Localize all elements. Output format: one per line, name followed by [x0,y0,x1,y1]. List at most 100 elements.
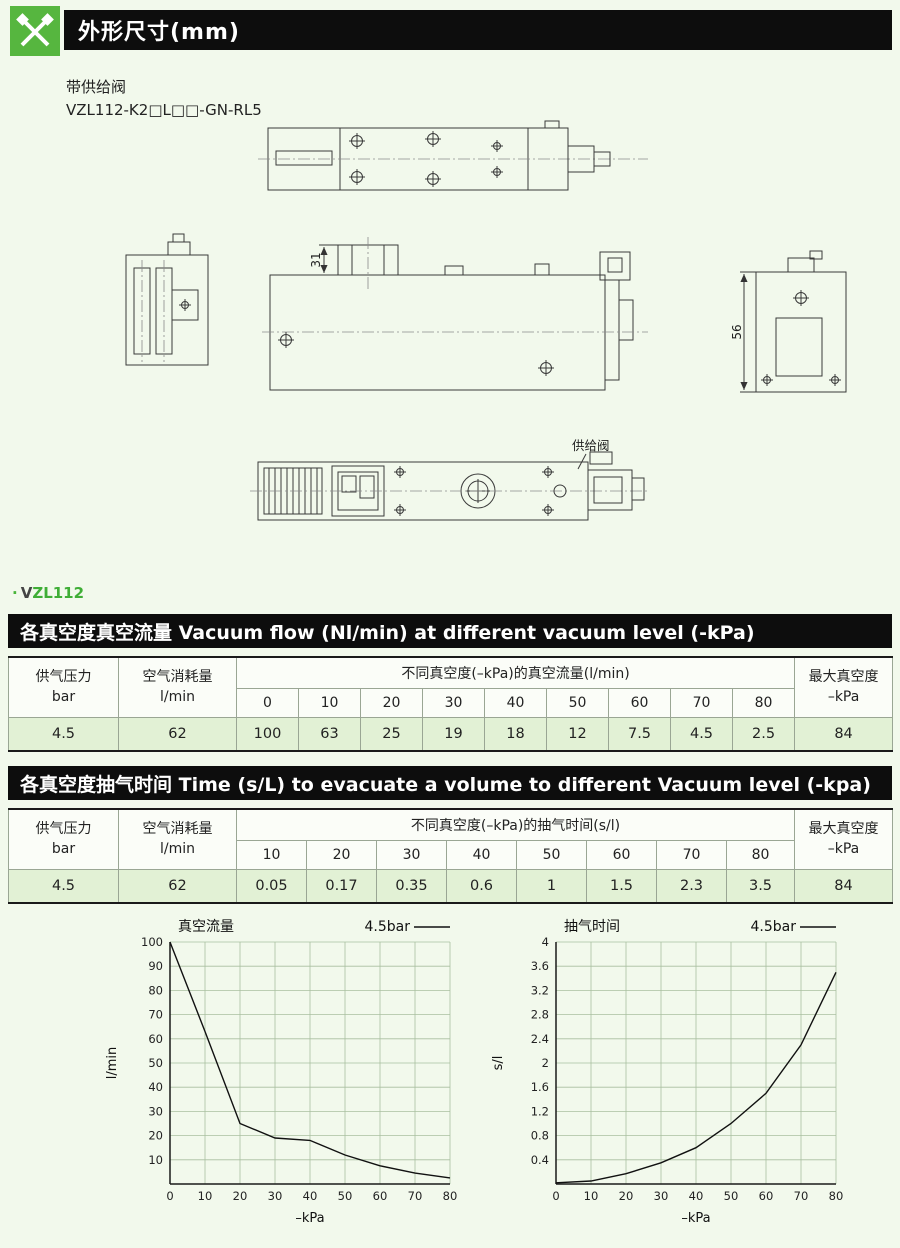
max-vacuum-header-cell: 最大真空度–kPa [794,808,893,870]
data-cell: 25 [360,717,423,752]
data-cell: 18 [484,717,547,752]
span-header-cell: 不同真空度(–kPa)的抽气时间(s/l) [236,808,795,841]
svg-text:40: 40 [303,1189,318,1203]
svg-text:50: 50 [724,1189,739,1203]
svg-text:–kPa: –kPa [681,1211,710,1226]
pressure-header-cn: 供气压力 [35,668,92,685]
data-cell: 12 [546,717,609,752]
bottom-view: 供给阀 [250,438,648,521]
data-cell: 19 [422,717,485,752]
dim-56-label: 56 [730,324,744,339]
dim-31-label: 31 [309,252,323,267]
subheader-cell: 0 [236,688,299,718]
data-cell: 63 [298,717,361,752]
subheader-cell: 10 [236,840,307,870]
data-cell: 0.17 [306,869,377,904]
data-cell: 2.5 [731,717,796,752]
valve-variant-label: 带供给阀 [66,78,127,96]
max-vacuum-header-cell: 最大真空度–kPa [794,656,894,718]
left-side-view [125,233,209,366]
svg-text:50: 50 [148,1056,163,1070]
svg-text:s/l: s/l [491,1056,506,1071]
svg-text:10: 10 [198,1189,213,1203]
data-cell: 4.5 [8,869,119,904]
svg-text:抽气时间: 抽气时间 [564,919,620,935]
svg-text:1.2: 1.2 [531,1104,549,1118]
subheader-cell: 60 [608,688,671,718]
svg-text:70: 70 [794,1189,809,1203]
svg-text:0.4: 0.4 [531,1153,549,1167]
svg-text:0.8: 0.8 [531,1129,549,1143]
svg-text:20: 20 [233,1189,248,1203]
svg-text:0: 0 [166,1189,173,1203]
subheader-cell: 70 [670,688,733,718]
svg-text:l/min: l/min [105,1047,120,1080]
subheader-cell: 10 [298,688,361,718]
svg-text:0: 0 [552,1189,559,1203]
svg-text:60: 60 [759,1189,774,1203]
data-cell: 4.5 [8,717,119,752]
model-code: VZL112-K2□L□□-GN-RL5 [66,101,262,120]
pressure-header-unit: bar [51,840,76,857]
svg-text:30: 30 [148,1104,163,1118]
svg-text:2.8: 2.8 [531,1008,549,1022]
top-view [258,120,648,191]
span-header-cell: 不同真空度(–kPa)的真空流量(l/min) [235,656,796,689]
section-title-bar: 外形尺寸(mm) [64,10,892,50]
svg-text:4.5bar: 4.5bar [365,919,411,935]
model-subtitle: 带供给阀 VZL112-K2□L□□-GN-RL5 [66,76,262,123]
tools-icon [10,6,60,56]
data-cell: 1.5 [586,869,657,904]
supply-valve-label: 供给阀 [572,438,610,453]
svg-text:10: 10 [584,1189,599,1203]
svg-text:4: 4 [542,935,549,949]
svg-text:4.5bar: 4.5bar [751,919,797,935]
max-header-unit: –kPa [827,688,860,705]
model-prefix: V [20,584,33,602]
data-cell: 84 [794,717,894,752]
data-cell: 100 [236,717,299,752]
svg-text:30: 30 [268,1189,283,1203]
data-cell: 0.35 [376,869,447,904]
front-view: 31 [262,237,648,391]
svg-text:90: 90 [148,959,163,973]
svg-text:20: 20 [619,1189,634,1203]
data-cell: 7.5 [608,717,671,752]
svg-text:–kPa: –kPa [295,1211,324,1226]
subheader-cell: 50 [546,688,609,718]
subheader-cell: 20 [360,688,423,718]
section-title: 各真空度真空流量 Vacuum flow (Nl/min) at differe… [20,621,755,644]
subheader-cell: 40 [484,688,547,718]
subheader-cell: 60 [586,840,657,870]
svg-text:60: 60 [373,1189,388,1203]
svg-text:80: 80 [148,983,163,997]
crossed-tools-icon [16,13,54,47]
svg-text:20: 20 [148,1129,163,1143]
subheader-cell: 30 [376,840,447,870]
svg-text:60: 60 [148,1032,163,1046]
svg-text:1.6: 1.6 [531,1080,549,1094]
model-label: ·VZL112 [12,584,84,602]
pressure-header-cell: 供气压力 bar [8,808,119,870]
subheader-cell: 30 [422,688,485,718]
subheader-cell: 50 [516,840,587,870]
section-bar-vacuum-flow: 各真空度真空流量 Vacuum flow (Nl/min) at differe… [8,614,892,648]
pressure-header-unit: bar [51,688,76,705]
data-cell: 0.05 [236,869,307,904]
pressure-header-cn: 供气压力 [35,820,92,837]
section-title: 各真空度抽气时间 Time (s/L) to evacuate a volume… [20,773,871,796]
data-cell: 0.6 [446,869,517,904]
svg-text:3.6: 3.6 [531,959,549,973]
data-cell: 1 [516,869,587,904]
svg-text:100: 100 [141,935,163,949]
svg-text:70: 70 [408,1189,423,1203]
max-header-unit: –kPa [827,840,860,857]
